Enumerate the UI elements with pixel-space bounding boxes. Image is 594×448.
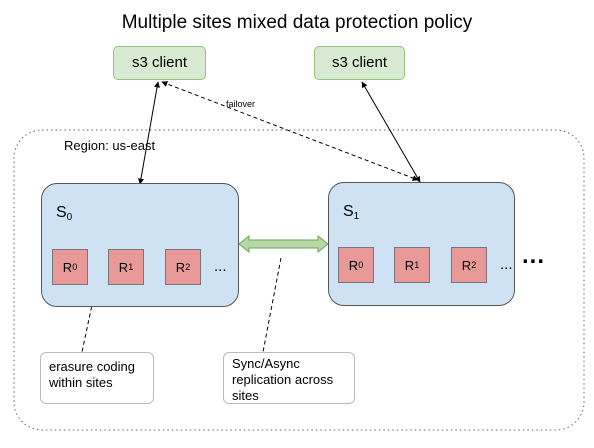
client-0-to-site-0-link [137,81,161,185]
s3-client-box-right: s3 client [314,46,405,80]
more-sites-ellipsis: ... [522,242,546,269]
site-0-more-replicas: ... [214,258,227,275]
site-1-name: S1 [343,203,360,222]
diagram-title: Multiple sites mixed data protection pol… [121,12,473,33]
replication-arrow [238,234,329,254]
site-0-name: S0 [56,204,73,223]
site-1-more-replicas: ... [500,256,513,273]
replication-callout-line [262,257,282,353]
replication-note: Sync/Async replication across sites [223,352,355,404]
failover-link [161,81,419,181]
site-0-box [41,183,239,307]
client-1-to-site-1-link [361,81,421,183]
erasure-callout-line [81,285,97,353]
failover-label: failover [226,99,256,109]
region-label: Region: us-east [64,138,156,153]
erasure-coding-note: erasure coding within sites [40,352,154,404]
site-1-box [328,182,515,306]
s3-client-box-left: s3 client [113,46,206,80]
